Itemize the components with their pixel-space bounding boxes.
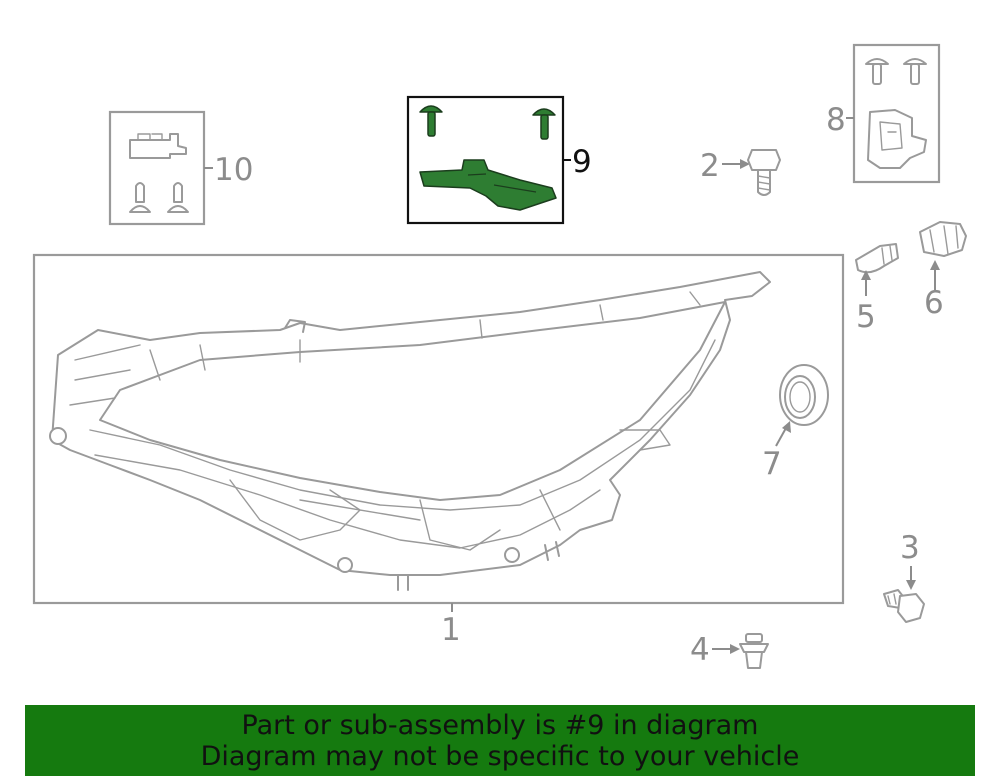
side-bracket-icon	[867, 109, 927, 169]
bolt-part-2[interactable]: 2	[700, 148, 781, 196]
mount-tab-left	[49, 427, 67, 445]
push-pin-icon-left	[129, 182, 151, 213]
banner-line-1: Part or sub-assembly is #9 in diagram	[241, 710, 759, 741]
socket-part-6[interactable]: 6	[919, 221, 967, 321]
callout-6: 6	[924, 285, 944, 321]
grommet-cap-icon	[779, 364, 829, 426]
callout-8: 8	[826, 102, 846, 138]
bottom-pins	[544, 541, 560, 561]
clip-part-4[interactable]: 4	[690, 632, 769, 669]
screw-icon-left	[419, 105, 443, 137]
headlamp-lens-edge	[99, 301, 726, 501]
callout-9: 9	[572, 144, 592, 180]
callout-7: 7	[762, 446, 782, 482]
bolt-icon	[747, 149, 781, 196]
callout-1: 1	[441, 612, 461, 648]
cap-part-7[interactable]: 7	[762, 364, 829, 482]
connector-clip-icon	[129, 133, 187, 159]
part-10-frame	[108, 110, 206, 226]
bracket-kit-part-9[interactable]: 9	[406, 95, 592, 225]
bulb-socket-icon	[919, 221, 967, 257]
callout-4: 4	[690, 632, 710, 668]
push-pin-icon-right	[167, 182, 189, 213]
bulb-part-5[interactable]: 5	[855, 243, 899, 335]
wedge-bulb-icon	[855, 243, 899, 274]
notice-banner: Part or sub-assembly is #9 in diagram Di…	[25, 705, 975, 776]
screw-icon-right	[532, 108, 556, 140]
side-bracket-part-8[interactable]: 8	[826, 43, 941, 184]
callout-3: 3	[900, 530, 920, 566]
headlamp-lower-detail	[229, 429, 671, 551]
callout-5: 5	[856, 299, 876, 335]
bottom-connector	[397, 575, 409, 591]
mount-tab-bottom-right	[504, 547, 520, 563]
banner-line-2: Diagram may not be specific to your vehi…	[200, 741, 800, 772]
connector-kit-part-10[interactable]: 10	[108, 110, 253, 226]
screw-icon-8a	[865, 58, 889, 85]
mount-tab-bottom	[337, 557, 353, 573]
bolt-part-3[interactable]: 3	[883, 530, 925, 623]
part-1-frame	[32, 253, 845, 605]
retainer-clip-icon	[739, 633, 769, 669]
parts-diagram: 1 9 10	[32, 43, 967, 669]
headlamp-assembly-part-1[interactable]: 1	[32, 253, 845, 648]
flange-bolt-icon	[883, 589, 925, 623]
headlamp-bracket	[419, 159, 557, 211]
callout-10: 10	[214, 152, 253, 188]
headlamp-inner-trim	[69, 291, 716, 549]
top-tab	[284, 319, 306, 333]
screw-icon-8b	[903, 58, 927, 85]
headlamp-housing-outline	[51, 271, 771, 576]
callout-2: 2	[700, 148, 720, 184]
part-8-frame	[852, 43, 941, 184]
